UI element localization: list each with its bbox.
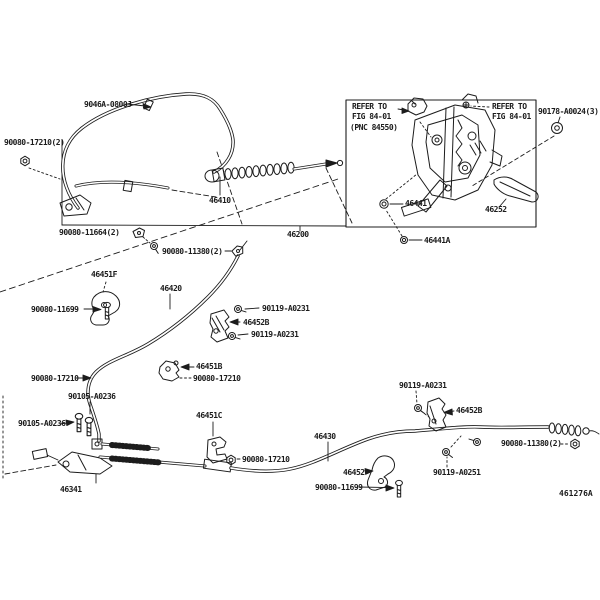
part-label-46430: 46430 xyxy=(314,432,336,441)
part-label-9046a-0800j: 9046A-0800J xyxy=(84,100,132,109)
part-label-46441a: 46441A xyxy=(424,236,450,245)
part-label-46451c: 46451C xyxy=(196,411,222,420)
witness-lines xyxy=(0,105,570,479)
part-label-46252: 46252 xyxy=(485,205,507,214)
refer-note-left-line1: REFER TO xyxy=(352,102,387,111)
part-label-46452: 46452 xyxy=(343,468,365,477)
refer-note-left-line2: FIG 84-01 xyxy=(352,112,391,121)
part-label-90105-a0236-upper: 90105-A0236 xyxy=(68,392,116,401)
clamp-46451b-part xyxy=(158,360,180,382)
part-label-90080-11664-2: 90080-11664(2) xyxy=(59,228,120,237)
figure-code: 461276A xyxy=(559,489,593,498)
part-label-46200: 46200 xyxy=(287,230,309,239)
equalizer-assembly xyxy=(31,412,232,475)
part-label-46451f: 46451F xyxy=(91,270,117,279)
bracket-46452b-right-part xyxy=(426,397,447,432)
part-label-90119-a0231-a: 90119-A0231 xyxy=(262,304,310,313)
pedal-assembly-46200 xyxy=(400,93,539,217)
part-label-46410: 46410 xyxy=(209,196,231,205)
part-label-90105-a0236-lower: 90105-A0236 xyxy=(18,419,66,428)
part-label-90119-a0231-right: 90119-A0231 xyxy=(399,381,447,390)
part-label-46420: 46420 xyxy=(160,284,182,293)
refer-note-left-line3: (PNC 84550) xyxy=(350,123,398,132)
part-label-90119-a0231-b: 90119-A0231 xyxy=(251,330,299,339)
part-label-90080-11380-right: 90080-11380(2) xyxy=(501,439,562,448)
part-label-90119-a0251: 90119-A0251 xyxy=(433,468,481,477)
leader-lines xyxy=(59,103,455,492)
cable-46430 xyxy=(206,397,600,498)
bolt-fig84-target xyxy=(462,101,470,109)
part-label-90080-11699-bottom: 90080-11699 xyxy=(315,483,363,492)
refer-note-right-line1: REFER TO xyxy=(492,102,527,111)
part-label-90080-17210-bottom: 90080-17210 xyxy=(242,455,290,464)
part-label-46441: 46441 xyxy=(405,199,427,208)
part-label-90178-a0024-3: 90178-A0024(3) xyxy=(538,107,599,116)
bracket-46452b-mid-part xyxy=(209,309,230,343)
front-cable-46410 xyxy=(59,92,344,217)
part-label-90080-11380-mid: 90080-11380(2) xyxy=(162,247,223,256)
part-label-90080-11699-mid: 90080-11699 xyxy=(31,305,79,314)
part-label-46451b: 46451B xyxy=(196,362,222,371)
part-label-46452b-right: 46452B xyxy=(456,406,482,415)
clamp-46451c-part xyxy=(206,436,228,464)
refer-note-right-line2: FIG 84-01 xyxy=(492,112,531,121)
box-fasteners xyxy=(379,116,563,244)
part-label-90080-17210-2: 90080-17210(2) xyxy=(4,138,65,147)
bracket-46452-part xyxy=(367,455,395,491)
part-label-46341: 46341 xyxy=(60,485,82,494)
part-label-90080-17210-right: 90080-17210 xyxy=(193,374,241,383)
lever-46252-part xyxy=(493,176,539,203)
part-label-90080-17210-left: 90080-17210 xyxy=(31,374,79,383)
pedal-detail-box xyxy=(345,99,537,228)
part-label-46452b-mid: 46452B xyxy=(243,318,269,327)
